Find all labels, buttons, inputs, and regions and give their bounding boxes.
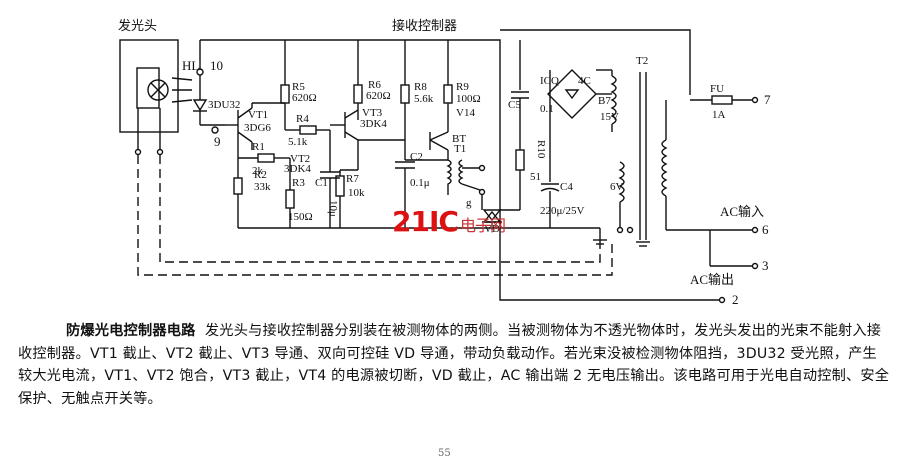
terminal-7 [751, 96, 759, 104]
bt-label: BT [452, 133, 466, 145]
icq-label: ICQ [540, 75, 559, 87]
r5-value: 620Ω [292, 92, 317, 104]
circuit-schematic: 发光头 接收控制器 HL 10 3DU32 9 [118, 18, 771, 307]
terminal-6 [751, 226, 759, 234]
fuse-fu [711, 95, 733, 105]
r3-resistor [285, 189, 295, 209]
bridge-label: 4C [578, 75, 591, 87]
r1-value: 2k [252, 165, 264, 177]
r7-value: 10k [348, 187, 365, 199]
emitter-label: 发光头 [118, 18, 157, 33]
lamp-icon [147, 79, 169, 101]
c2-label: C2 [410, 151, 423, 163]
t1-transformer [446, 150, 452, 195]
r10-resistor [515, 149, 525, 171]
photodiode-vt1: HL 10 3DU32 9 VT1 3DG6 R2 33k R1 2k [182, 40, 290, 228]
v15-label: 15V [600, 111, 619, 123]
t2-label: T2 [636, 55, 648, 67]
r4-label: R4 [296, 113, 309, 125]
c1-value: 10μ [327, 200, 339, 217]
r3-label: R3 [292, 177, 305, 189]
terminal-3-label: 3 [762, 258, 769, 273]
fu-label: FU [710, 83, 724, 95]
t2-6v-winding [618, 161, 625, 203]
r4-resistor [299, 125, 317, 135]
c5-value: 0.1 [540, 103, 554, 115]
oscillator-stage: R8 5.6k R9 100Ω V14 BT T1 C2 0.1μ g VD [395, 40, 520, 235]
r4-value: 5.1k [288, 136, 308, 148]
r2-label: R2 [254, 169, 267, 181]
c4-value: 220μ/25V [540, 205, 584, 217]
fu-value: 1A [712, 109, 726, 121]
t2-15v-winding [610, 75, 617, 125]
v6-label: 6V [610, 181, 624, 193]
terminal-3 [751, 262, 759, 270]
triac-vd-symbol [482, 209, 502, 222]
vt2-type: 3DK4 [284, 163, 311, 175]
vt2-stage: R5 620Ω R4 5.1k VT2 3DK4 R3 150Ω C1 10μ [238, 40, 500, 229]
vt3-label: VT3 [362, 107, 383, 119]
r5-resistor [280, 84, 290, 104]
vt2-label: VT2 [290, 153, 310, 165]
hl-label: HL [182, 58, 199, 73]
vt3-stage: R6 620Ω VT3 3DK4 R7 10k [330, 40, 405, 228]
caption: 防爆光电控制器电路 发光头与接收控制器分别装在被测物体的两侧。当被测物体为不透光… [18, 320, 890, 410]
vd-label: VD [484, 223, 500, 235]
caption-title: 防爆光电控制器电路 [66, 323, 196, 339]
vt1-label: VT1 [248, 109, 268, 121]
r8-value: 5.6k [414, 93, 434, 105]
ac-in-label: AC输入 [720, 204, 764, 219]
receiver-frame: 接收控制器 [200, 18, 720, 301]
v14-label: V14 [456, 107, 475, 119]
terminal-7-label: 7 [764, 92, 771, 107]
c1-label: C1 [315, 177, 328, 189]
caption-body: 发光头与接收控制器分别装在被测物体的两侧。当被测物体为不透光物体时，发光头发出的… [18, 323, 890, 407]
r5-label: R5 [292, 81, 305, 93]
pin10-label: 10 [210, 58, 223, 73]
emitter-cables [137, 155, 613, 276]
r1-resistor [257, 153, 275, 163]
r1-label: R1 [252, 141, 265, 153]
r10-value: 51 [530, 171, 541, 183]
receiver-label: 接收控制器 [392, 18, 457, 33]
c5-label: C5 [508, 99, 521, 111]
r9-value: 100Ω [456, 93, 481, 105]
output-terminals: FU 1A 7 AC输入 6 3 AC输出 2 [690, 83, 771, 307]
r6-label: R6 [368, 79, 381, 91]
vt3-type: 3DK4 [360, 118, 387, 130]
r9-label: R9 [456, 81, 469, 93]
page-number: 55 [438, 448, 451, 459]
r10-label: R10 [535, 140, 547, 159]
r7-resistor [335, 175, 345, 197]
pin9-label: 9 [214, 134, 221, 149]
gate-label: g [466, 197, 472, 209]
photodiode-label: 3DU32 [208, 99, 240, 111]
ac-out-label: AC输出 [690, 272, 734, 287]
t1-label: T1 [454, 143, 466, 155]
power-supply: C5 0.1 R10 51 C4 220μ/25V ICQ 4C B7 T2 1… [500, 40, 700, 247]
r8-resistor [400, 84, 410, 104]
bridge-rectifier [547, 69, 597, 119]
vt1-type: 3DG6 [244, 122, 271, 134]
r3-value: 150Ω [288, 211, 313, 223]
lamp-housing [136, 67, 160, 109]
c2-value: 0.1μ [410, 177, 430, 189]
b7-label: B7 [598, 95, 611, 107]
r8-label: R8 [414, 81, 427, 93]
r6-resistor [353, 84, 363, 104]
terminal-2 [718, 296, 726, 304]
c4-label: C4 [560, 181, 573, 193]
r6-value: 620Ω [366, 90, 391, 102]
t2-primary-winding [661, 139, 668, 197]
emitter-head: 发光头 [118, 18, 193, 156]
r7-label: R7 [346, 173, 359, 185]
r2-value: 33k [254, 181, 271, 193]
r9-resistor [443, 84, 453, 104]
terminal-2-label: 2 [732, 292, 739, 307]
terminal-6-label: 6 [762, 222, 769, 237]
terminal-9 [211, 126, 219, 134]
r2-resistor [233, 177, 243, 195]
photodiode-symbol [192, 99, 208, 112]
